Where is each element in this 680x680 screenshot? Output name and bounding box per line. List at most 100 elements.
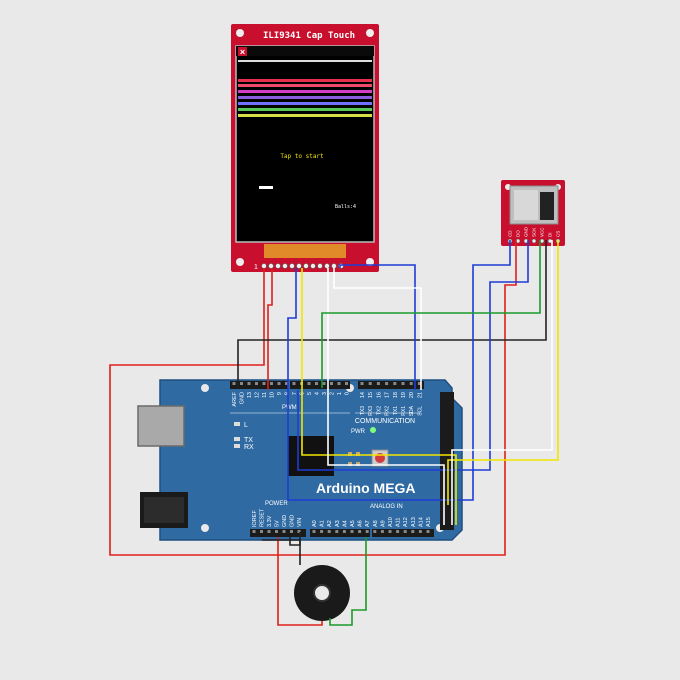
balls-counter: Balls:4 (335, 204, 356, 210)
pin-label-13: 13 (247, 392, 253, 398)
brick-row-blue (238, 102, 372, 105)
usb-connector (137, 405, 185, 447)
analog-pin-a4: A4 (342, 520, 348, 527)
power-pin-ioref: IOREF (252, 510, 258, 527)
pin-sub-label-scl: SCL (417, 406, 423, 416)
pin-sub-label-rx1: RX1 (401, 406, 407, 416)
pin-sub-label-tx1: TX1 (393, 406, 399, 415)
analog-pin-a1: A1 (320, 520, 326, 527)
power-pin-5v: 5V (275, 520, 281, 527)
display-pin (261, 263, 267, 269)
led-pwr (370, 427, 376, 433)
wire-white-3 (451, 240, 553, 525)
wire-black-gnd (237, 240, 547, 388)
pin-label-gnd: GND (240, 392, 246, 404)
led-tx-label: TX (244, 437, 253, 444)
led-rx-label: RX (244, 444, 254, 451)
sd-pin-label-cs: CS (556, 231, 561, 237)
brick-row-magenta (238, 90, 372, 93)
pin-label-9: 9 (277, 392, 283, 395)
brick-row-yellow (238, 114, 372, 117)
tap-to-start-text[interactable]: Tap to start (280, 153, 324, 160)
pin-label-3: 3 (322, 392, 328, 395)
wire-red-display (267, 268, 273, 390)
brick-row-red-2 (238, 84, 372, 87)
led-l (234, 422, 240, 426)
pwm-label: PWM (282, 405, 297, 411)
pin-sub-label-rx3: RX3 (368, 406, 374, 416)
board-name: Arduino MEGA (316, 480, 416, 496)
power-label: POWER (265, 501, 288, 507)
analog-pin-a0: A0 (312, 520, 318, 527)
wire-blue-2 (287, 240, 511, 501)
display-pin (310, 263, 316, 269)
display-pin (282, 263, 288, 269)
pin-label-12: 12 (255, 392, 261, 398)
pin-label-16: 16 (376, 392, 382, 398)
power-pin-vin: VIN (297, 518, 303, 527)
pin-label-21: 21 (417, 392, 423, 398)
display-title: ILI9341 Cap Touch (263, 31, 355, 41)
pin-label-aref: AREF (232, 391, 238, 406)
pwr-led-label: PWR (351, 429, 366, 435)
header-digital-left (230, 381, 288, 389)
display-pin (296, 263, 302, 269)
arduino-mega-board: L TX RX PWR Arduino MEGA COMMUNICATION P… (137, 379, 463, 541)
brick-row-purple (238, 96, 372, 99)
wire-yellow-2 (447, 240, 559, 505)
pin-label-10: 10 (270, 392, 276, 398)
pin-label-17: 17 (385, 392, 391, 398)
pin-label-7: 7 (292, 392, 298, 395)
analog-pin-a2: A2 (327, 520, 333, 527)
pin-label-11: 11 (262, 392, 268, 398)
header-communication (358, 381, 424, 389)
sd-pin-label-sck: SCK (532, 228, 537, 237)
analog-pin-a10: A10 (388, 517, 394, 527)
display-pin-1-label: 1 (254, 264, 258, 271)
pin-sub-label-sda: SDA (409, 405, 415, 416)
display-pin (268, 263, 274, 269)
analog-pin-a13: A13 (411, 517, 417, 527)
analog-pin-a14: A14 (418, 517, 424, 527)
power-pin-33v: 3.3V (267, 515, 273, 527)
wires (109, 240, 559, 626)
analog-pin-a5: A5 (350, 520, 356, 527)
analog-label: ANALOG IN (370, 504, 403, 510)
analog-pin-a8: A8 (373, 520, 379, 527)
display-flex-connector (264, 244, 346, 258)
header-analog-a (310, 529, 370, 537)
sd-pin-label-vcc: VCC (540, 227, 545, 237)
pin-sub-label-tx2: TX2 (376, 406, 382, 415)
wire-blue-3 (297, 240, 529, 471)
pin-label-15: 15 (368, 392, 374, 398)
analog-pin-a11: A11 (396, 518, 402, 527)
close-icon[interactable] (238, 47, 247, 56)
pin-label-19: 19 (401, 392, 407, 398)
svg-text:×: × (240, 47, 245, 57)
sd-pin-label-do: DO (516, 230, 521, 237)
led-rx (234, 444, 240, 448)
pin-label-2: 2 (330, 392, 336, 395)
header-digital-mid (290, 381, 350, 389)
analog-pin-a12: A12 (403, 517, 409, 527)
analog-pin-a7: A7 (365, 520, 371, 527)
wire-red-buzzer (277, 537, 323, 626)
pin-label-18: 18 (393, 392, 399, 398)
wire-green-1 (321, 240, 541, 388)
analog-pin-a6: A6 (358, 520, 364, 527)
display-pin (289, 263, 295, 269)
analog-pin-a15: A15 (426, 517, 432, 527)
wire-green-buzzer (329, 537, 367, 626)
wire-blue-1 (339, 264, 416, 390)
brick-row-green (238, 108, 372, 111)
header-analog-b (372, 529, 434, 537)
pin-label-14: 14 (360, 392, 366, 398)
display-pin (331, 263, 337, 269)
pin-label-4: 4 (315, 392, 321, 395)
sd-pin-label-di: DI (548, 233, 553, 238)
